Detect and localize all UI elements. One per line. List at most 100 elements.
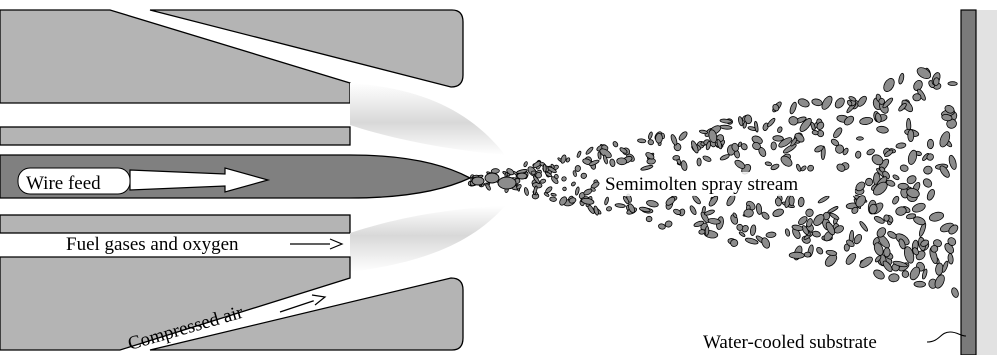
spray-particle: [731, 142, 739, 152]
spray-particle: [876, 227, 887, 238]
spray-particle: [833, 127, 843, 139]
spray-particle: [913, 280, 926, 288]
spray-particle: [780, 155, 793, 167]
spray-particle: [646, 200, 659, 208]
fuel-gases-label: Fuel gases and oxygen: [66, 234, 239, 255]
spray-particle: [843, 115, 855, 126]
lower-nozzle-body: [0, 256, 351, 351]
spray-particle: [622, 195, 630, 205]
spray-particle: [906, 175, 917, 185]
spray-particle: [790, 137, 798, 147]
spray-particle: [705, 141, 711, 151]
spray-particle: [648, 131, 653, 140]
wire-feed-arrow: [129, 167, 271, 193]
spray-particle: [784, 228, 791, 237]
spray-particle: [691, 140, 699, 154]
spray-particle: [672, 155, 680, 161]
spray-particle: [855, 195, 866, 208]
spray-particle: [913, 216, 926, 226]
spray-particle: [533, 185, 538, 195]
substrate: [960, 9, 977, 355]
spray-particle: [911, 202, 926, 213]
spray-particle: [740, 143, 748, 151]
spray-particle: [770, 141, 777, 151]
spray-particle: [885, 179, 896, 187]
spray-particle: [549, 196, 557, 202]
spray-particle: [842, 147, 849, 156]
spray-particle: [906, 187, 920, 199]
spray-particle: [859, 220, 869, 232]
spray-particle: [658, 223, 666, 230]
spray-particle: [708, 129, 718, 143]
spray-particle: [807, 164, 814, 172]
spray-particle: [803, 251, 812, 258]
spray-particle: [535, 171, 542, 179]
spray-particle: [603, 154, 608, 165]
spray-particle: [878, 98, 886, 105]
spray-particle: [816, 129, 825, 138]
spray-particle: [944, 105, 955, 114]
spray-particle: [892, 174, 900, 181]
spray-particle: [846, 99, 853, 107]
spray-particle: [708, 195, 719, 207]
spray-particle: [702, 155, 712, 162]
spray-particle: [898, 102, 907, 112]
spray-particle: [559, 196, 568, 206]
spray-particle: [742, 121, 747, 129]
spray-stream-label: Semimolten spray stream: [605, 174, 798, 195]
spray-particle: [575, 186, 580, 196]
spray-particle: [585, 146, 594, 155]
spray-particle: [700, 211, 710, 224]
spray-particle: [899, 164, 909, 172]
spray-particle: [678, 131, 688, 141]
spray-particle: [754, 120, 759, 133]
spray-particle: [645, 152, 655, 160]
spray-particle: [855, 181, 866, 192]
spray-particle: [873, 269, 885, 280]
spray-particle: [901, 270, 910, 278]
spray-particle: [883, 78, 895, 92]
spray-particle: [772, 135, 784, 142]
wire-feed-label: Wire feed: [26, 173, 101, 194]
spray-particle: [562, 186, 567, 192]
spray-particle: [866, 148, 875, 156]
spray-particle: [882, 260, 893, 272]
spray-droplet: [516, 172, 528, 180]
spray-particle: [811, 98, 823, 107]
substrate-label: Water-cooled substrate: [703, 332, 877, 353]
spray-particle: [777, 126, 783, 133]
spray-particle: [749, 224, 757, 236]
spray-particle: [767, 117, 776, 128]
spray-particle: [616, 157, 628, 166]
spray-particle: [639, 206, 651, 213]
spray-particle: [797, 196, 805, 208]
spray-particle: [948, 224, 959, 235]
lower-air-cap: [149, 277, 464, 351]
spray-particle: [698, 229, 706, 235]
spray-particle: [665, 196, 676, 206]
spray-particle: [568, 197, 577, 204]
spray-particle: [523, 187, 529, 196]
spray-particle: [851, 206, 859, 214]
spray-particle: [811, 230, 821, 238]
spray-particle: [732, 212, 738, 219]
upper-flame: [350, 83, 505, 155]
fuel-gases-arrow: [290, 238, 344, 250]
spray-particle: [606, 206, 612, 212]
spray-particle: [934, 274, 945, 289]
spray-particle: [655, 133, 663, 144]
spray-particle: [895, 142, 907, 149]
spray-particle: [813, 214, 825, 226]
spray-particle: [576, 150, 582, 158]
spray-particle: [810, 121, 816, 131]
spray-particle: [848, 96, 857, 102]
spray-particle: [834, 97, 845, 109]
lower-flame: [350, 206, 505, 272]
spray-particle: [898, 72, 905, 85]
spray-particle: [761, 211, 770, 220]
spray-particle: [597, 151, 602, 160]
spray-particle: [664, 220, 673, 228]
spray-particle: [898, 238, 906, 250]
spray-particle: [865, 177, 874, 187]
